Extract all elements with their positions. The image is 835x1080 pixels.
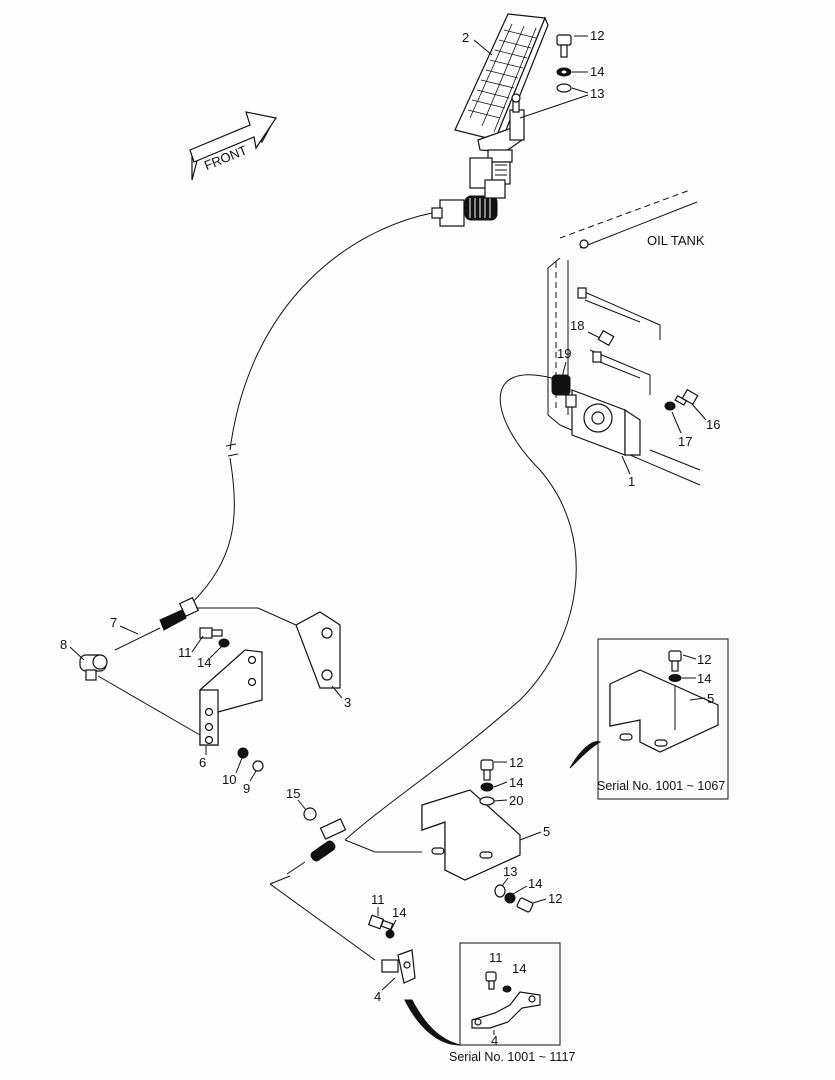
callout-3: 3 xyxy=(344,695,351,710)
cable-end-rod xyxy=(114,596,200,651)
callout-6: 6 xyxy=(199,755,206,770)
callout-12: 12 xyxy=(590,28,604,43)
accelerator-pedal xyxy=(454,13,549,189)
inset-bracket-labels: 12 14 5 Serial No. 1001 ~ 1067 xyxy=(597,652,725,793)
callout-labels: 2 12 14 13 18 19 16 17 1 7 8 11 14 3 6 1… xyxy=(60,28,720,1004)
inset-lever-label-14: 14 xyxy=(512,961,526,976)
callout-2: 2 xyxy=(462,30,469,45)
lever-nuts xyxy=(237,747,264,772)
callout-10: 10 xyxy=(222,772,236,787)
pedal-cable-end xyxy=(431,179,506,227)
callout-15: 15 xyxy=(286,786,300,801)
callout-11-low: 11 xyxy=(371,892,385,907)
inset-lever-label-4: 4 xyxy=(491,1033,498,1048)
callout-14-mid: 14 xyxy=(509,775,523,790)
throttle-lever xyxy=(269,875,416,984)
lever-bolt xyxy=(199,627,230,648)
throttle-controller xyxy=(551,374,641,456)
callout-12-low: 12 xyxy=(548,891,562,906)
callout-16: 16 xyxy=(706,417,720,432)
cable-end-lower xyxy=(286,807,422,875)
callout-8: 8 xyxy=(60,637,67,652)
inset-lever-caption: Serial No. 1001 ~ 1117 xyxy=(449,1050,575,1064)
inset-lever-labels: 11 14 4 Serial No. 1001 ~ 1117 xyxy=(449,950,575,1064)
ball-joint xyxy=(79,654,108,681)
bracket-top-fasteners xyxy=(479,759,508,806)
bracket-bottom-fasteners xyxy=(494,884,534,913)
callout-4: 4 xyxy=(374,989,381,1004)
oil-tank-label: OIL TANK xyxy=(647,233,705,248)
callout-18: 18 xyxy=(570,318,584,333)
callout-5: 5 xyxy=(543,824,550,839)
callout-7: 7 xyxy=(110,615,117,630)
callout-14-left: 14 xyxy=(197,655,211,670)
callout-14-low: 14 xyxy=(528,876,542,891)
inset-bracket-caption: Serial No. 1001 ~ 1067 xyxy=(597,779,725,793)
callout-13: 13 xyxy=(590,86,604,101)
mount-plate xyxy=(295,611,341,689)
lever-bracket xyxy=(199,649,263,746)
inset-lever-label-11: 11 xyxy=(489,950,503,965)
inset-bracket-label-12: 12 xyxy=(697,652,711,667)
inset-bracket-label-14: 14 xyxy=(697,671,711,686)
callout-1: 1 xyxy=(628,474,635,489)
inset-bracket-box xyxy=(597,638,729,800)
callout-13-mid: 13 xyxy=(503,864,517,879)
inset-lever-box xyxy=(459,942,561,1046)
callout-12-mid: 12 xyxy=(509,755,523,770)
callout-11-left: 11 xyxy=(178,645,192,660)
pedal-fasteners xyxy=(556,34,589,94)
callout-17: 17 xyxy=(678,434,692,449)
leader-lines-left xyxy=(97,607,297,736)
callout-9: 9 xyxy=(243,781,250,796)
inset-bracket-label-5: 5 xyxy=(707,691,714,706)
controller-fasteners xyxy=(597,329,699,411)
callout-19: 19 xyxy=(557,346,571,361)
throttle-cable-right xyxy=(344,374,577,841)
support-bracket xyxy=(421,789,521,881)
callout-20: 20 xyxy=(509,793,523,808)
front-arrow: FRONT xyxy=(189,111,277,181)
callout-14: 14 xyxy=(590,64,604,79)
callout-14-low-b: 14 xyxy=(392,905,406,920)
throttle-cable-left xyxy=(189,212,433,606)
